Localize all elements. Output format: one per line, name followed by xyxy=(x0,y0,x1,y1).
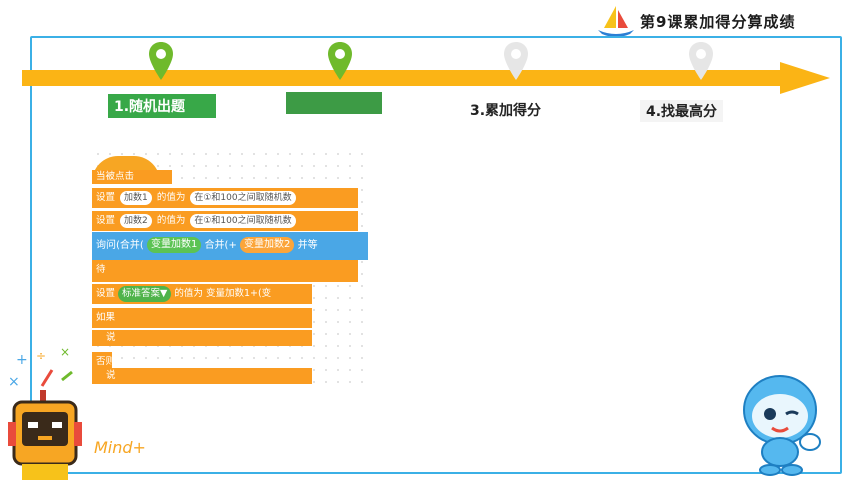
location-pin-icon xyxy=(327,42,353,82)
block-text: 说 xyxy=(106,370,116,381)
block-text: 的值为 xyxy=(156,192,186,203)
step-2-label[interactable] xyxy=(286,92,382,114)
timeline-arrow xyxy=(22,70,782,86)
ask-and-wait-block[interactable]: 询问(合并( 变量加数1 合并(+ 变量加数2 并等 xyxy=(92,232,368,260)
variable-slot[interactable]: 加数2 xyxy=(120,213,152,228)
set-variable-block-2[interactable]: 设置 加数2 的值为 在①和100之间取随机数 xyxy=(92,211,358,231)
variable-dropdown[interactable]: 标准答案▼ xyxy=(118,285,172,302)
blue-mascot-icon xyxy=(736,372,826,476)
variable-reporter[interactable]: 变量加数1 xyxy=(147,237,202,253)
else-block[interactable]: 否则 xyxy=(92,352,116,372)
brand-label: Mind+ xyxy=(94,438,146,457)
when-clicked-label: 当被点击 xyxy=(92,170,172,184)
expression-slot[interactable]: 变量加数1+(变 xyxy=(205,288,272,299)
sailboat-logo-icon xyxy=(596,4,636,38)
variable-slot[interactable]: 加数1 xyxy=(120,190,152,205)
location-pin-icon xyxy=(688,42,714,82)
timeline-arrow-head xyxy=(780,62,830,94)
block-text: 说 xyxy=(106,332,116,343)
block-text: 并等 xyxy=(297,240,318,251)
block-text: 询问(合并( xyxy=(96,240,144,251)
block-text: 设置 xyxy=(96,215,116,226)
svg-text:×: × xyxy=(60,346,70,359)
say-block-2[interactable]: 说 xyxy=(92,368,312,384)
page-title: 第9课累加得分算成绩 xyxy=(640,12,796,31)
header: 第9课累加得分算成绩 xyxy=(596,4,796,38)
step-1-label[interactable]: 1.随机出题 xyxy=(108,94,216,118)
svg-text:÷: ÷ xyxy=(36,349,46,363)
if-block[interactable]: 如果 xyxy=(92,308,312,328)
random-range-slot[interactable]: 在①和100之间取随机数 xyxy=(190,190,296,205)
say-block-1[interactable]: 说 xyxy=(92,330,312,346)
svg-text:+: + xyxy=(16,352,28,368)
step-4-label[interactable]: 4.找最高分 xyxy=(640,100,724,122)
block-text: 合并(+ xyxy=(204,240,237,251)
block-text: 如果 xyxy=(96,312,116,323)
ask-and-wait-block-tail[interactable]: 待 xyxy=(92,260,358,282)
location-pin-icon xyxy=(148,42,174,82)
block-text: 否则 xyxy=(96,356,116,367)
block-text: 待 xyxy=(96,264,106,275)
robot-mascot-icon: + ÷ × × xyxy=(2,345,94,482)
svg-text:×: × xyxy=(8,374,20,390)
set-variable-block-1[interactable]: 设置 加数1 的值为 在①和100之间取随机数 xyxy=(92,188,358,208)
location-pin-icon xyxy=(503,42,529,82)
set-variable-block-3[interactable]: 设置 标准答案▼ 的值为 变量加数1+(变 xyxy=(92,284,312,304)
block-text: 设置 xyxy=(96,192,116,203)
variable-reporter[interactable]: 变量加数2 xyxy=(240,237,295,253)
block-text: 的值为 xyxy=(156,215,186,226)
step-3-label[interactable]: 3.累加得分 xyxy=(470,103,542,119)
random-range-slot[interactable]: 在①和100之间取随机数 xyxy=(190,213,296,228)
block-text: 的值为 xyxy=(174,288,203,299)
block-text: 设置 xyxy=(96,288,116,299)
